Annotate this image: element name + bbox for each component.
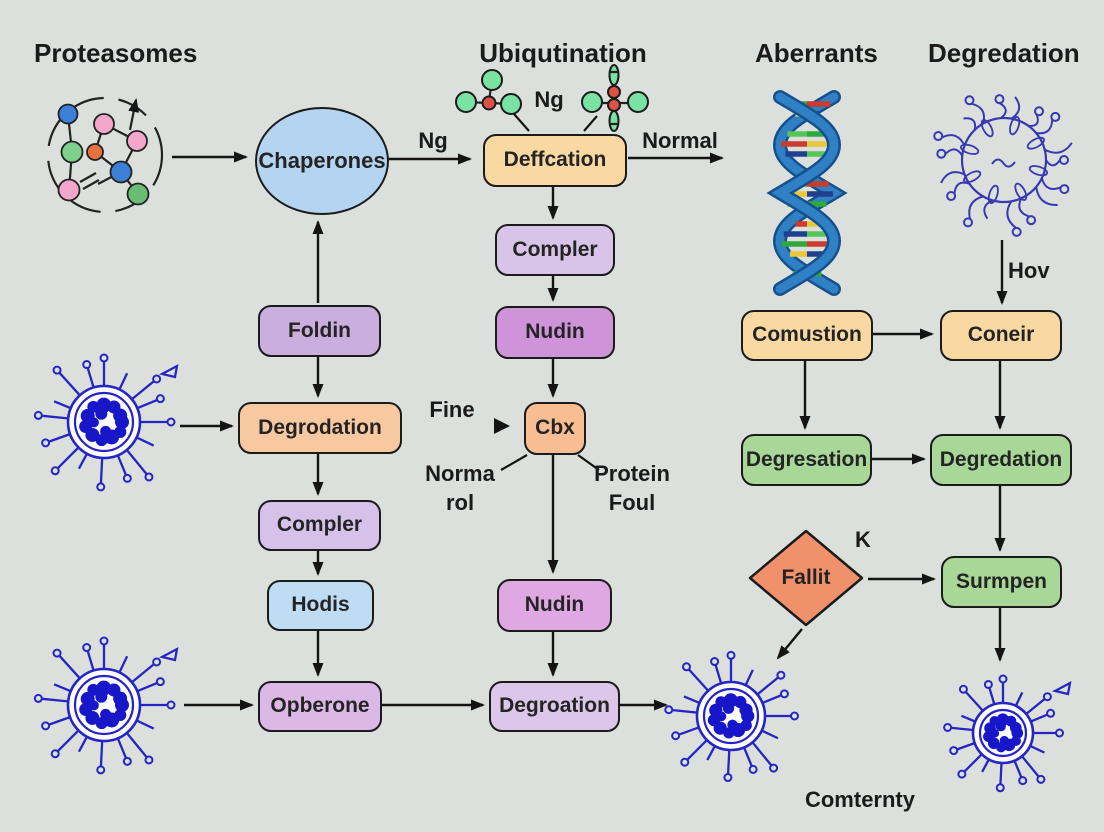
fallit-diamond [748,529,864,627]
label-k: K [855,527,871,552]
node-label: Nudin [525,320,585,344]
node-label: Degresation [745,447,868,471]
node-degrodation: Degrodation [238,402,402,454]
node-degresation: Degresation [741,434,872,486]
node-label: Degrodation [258,415,382,439]
node-fallit-label: Fallit [756,562,856,594]
title-proteasomes: Proteasomes [34,38,198,68]
flow-arrows [172,151,1008,711]
node-label: Compler [276,513,363,537]
node-degredation2: Degredation [930,434,1072,486]
node-label: Fallit [781,565,831,589]
label-norma: Norma [425,461,495,486]
fine-pointer-icon [494,418,510,434]
title-ubiquitination: Ubiqutination [479,38,647,68]
node-label: Degroation [499,694,610,718]
label-rol: rol [445,490,475,515]
node-label: Nudin [524,593,585,617]
virus-icon-left-bottom [33,636,179,775]
node-label: Foldin [288,318,351,342]
node-comustion: Comustion [741,310,873,361]
label-fine: Fine [429,397,475,422]
node-hodis: Hodis [267,580,374,631]
node-label: Comustion [752,323,862,347]
label-protein: Protein [594,461,670,486]
node-label: Opberone [270,694,370,718]
virus-outline-icon [933,94,1073,237]
node-coneir: Coneir [940,310,1062,361]
label-foul: Foul [608,490,656,515]
label-ng-icons: Ng [534,87,564,112]
node-chaperones: Chaperones [255,107,389,215]
virus-icon-bottom-middle [664,650,799,783]
virus-icon-bottom-right [943,674,1072,793]
proteasome-molecule-icon [46,96,164,214]
label-ng-arrow: Ng [418,128,448,153]
node-label: Hodis [291,593,350,617]
node-compler-mid: Compler [495,224,615,276]
node-nudin-mid: Nudin [495,306,615,359]
ubiquitin-icon-right [581,64,649,132]
node-label: Chaperones [258,148,386,174]
node-degroation: Degroation [489,681,620,732]
node-opberone: Opberone [258,681,382,732]
node-cbx: Cbx [524,402,586,455]
node-label: Deffcation [503,148,607,172]
label-normal: Normal [642,128,718,153]
node-deffcation: Deffcation [483,134,627,187]
virus-icon-left-top [33,353,179,492]
label-hov: Hov [1008,258,1050,283]
label-comternty: Comternty [804,787,915,812]
node-compler-left: Compler [258,500,381,551]
node-label: Cbx [535,416,575,440]
connector-lines [494,113,600,471]
node-foldin: Foldin [258,305,381,357]
dna-helix-icon [766,90,848,296]
node-surmpen: Surmpen [941,556,1062,608]
node-label: Compler [512,237,598,261]
node-label: Surmpen [955,569,1047,593]
node-nudin-low: Nudin [497,579,612,632]
title-degredation: Degredation [928,38,1080,68]
title-aberrants: Aberrants [755,38,878,68]
ubiquitin-icon-left [455,69,522,115]
node-label: Degredation [939,447,1063,471]
node-label: Coneir [967,323,1035,347]
